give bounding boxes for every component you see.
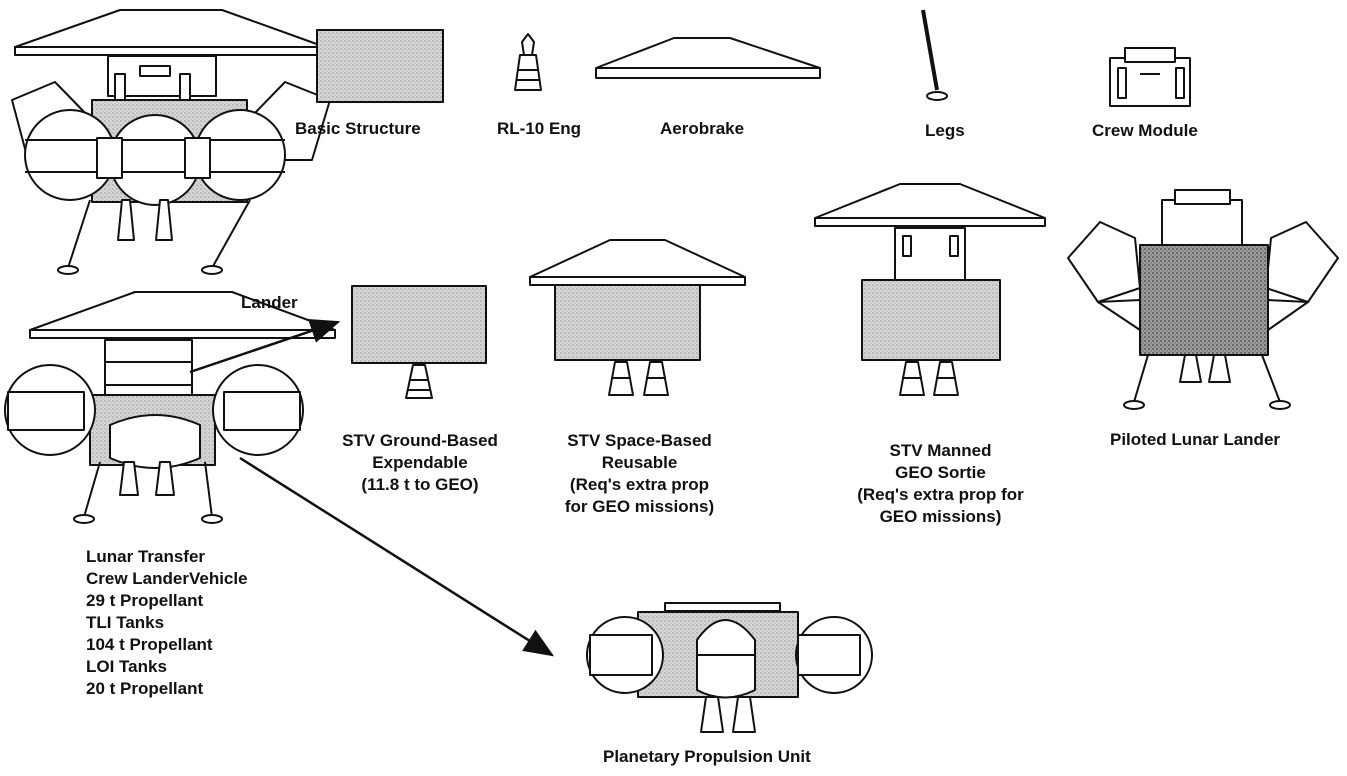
piloted-lunar-lander-label: Piloted Lunar Lander: [1110, 430, 1281, 449]
rl10-engine-label: RL-10 Eng: [497, 119, 582, 138]
lander-arrow-label: Lander: [241, 293, 298, 312]
aerobrake-icon: [595, 37, 821, 79]
basic-structure-icon: [316, 29, 444, 103]
stv-manned-geo-sortie-label: STV Manned GEO Sortie (Req's extra prop …: [857, 441, 1024, 526]
top-left-lunar-vehicle: [11, 9, 331, 275]
piloted-lunar-lander-vehicle: [1067, 189, 1339, 410]
lunar-transfer-description: Lunar Transfer Crew LanderVehicle 29 t P…: [86, 547, 248, 698]
basic-structure-label: Basic Structure: [295, 119, 421, 138]
planetary-propulsion-unit-label: Planetary Propulsion Unit: [603, 747, 811, 766]
planetary-propulsion-unit-vehicle: [586, 602, 873, 733]
crew-module-icon: [1109, 47, 1191, 107]
arrow-to-stv-ground: [189, 318, 341, 374]
arrow-to-planetary-unit: [239, 456, 555, 657]
rl10-engine-icon: [514, 33, 542, 91]
stv-ground-based-label: STV Ground-Based Expendable (11.8 t to G…: [342, 431, 498, 494]
stv-manned-geo-sortie-vehicle: [814, 183, 1046, 396]
stv-space-based-label: STV Space-Based Reusable (Req's extra pr…: [564, 431, 715, 516]
stv-space-based-vehicle: [529, 239, 746, 396]
crew-module-label: Crew Module: [1092, 121, 1198, 140]
lunar-transfer-vehicle: [4, 291, 336, 524]
legs-label: Legs: [925, 121, 965, 140]
aerobrake-label: Aerobrake: [660, 119, 745, 138]
legs-icon: [921, 9, 948, 101]
arrows: [189, 318, 555, 657]
stv-ground-based-vehicle: [351, 285, 487, 399]
